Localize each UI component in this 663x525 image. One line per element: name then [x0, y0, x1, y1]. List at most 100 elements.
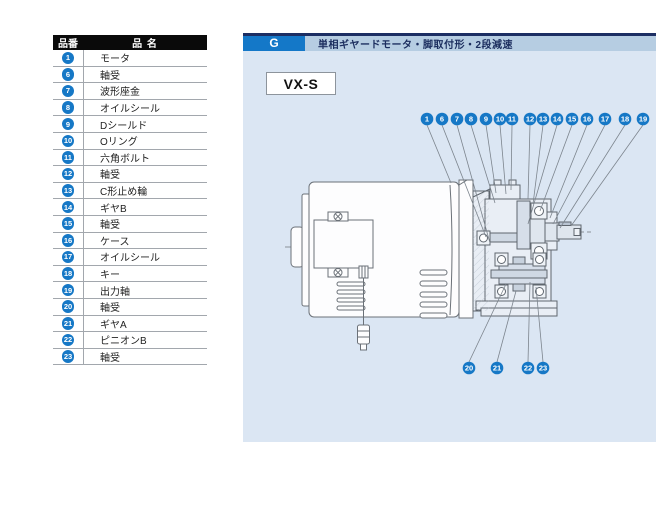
callout-number: 7 [455, 115, 459, 124]
part-number-cell: 16 [53, 232, 84, 249]
motor-front-bracket [458, 179, 474, 319]
part-number-cell: 8 [53, 99, 84, 116]
callout-10: 10 [493, 112, 507, 195]
part-name-cell: 軸受 [100, 220, 120, 232]
intermediate-shaft [490, 269, 548, 279]
callout-number: 23 [539, 364, 547, 373]
callout-number: 6 [440, 115, 444, 124]
part-number-cell: 15 [53, 215, 84, 232]
part-number-cell: 18 [53, 265, 84, 282]
callout-22: 22 [521, 281, 535, 375]
part-number-badge: 20 [61, 300, 75, 313]
callout-21: 21 [490, 290, 517, 375]
lead-wire-plug [357, 265, 370, 351]
callout-number: 14 [553, 115, 562, 124]
part-name-cell: 六角ボルト [100, 153, 150, 165]
clamp-screw-bottom [327, 267, 349, 278]
part-name-cell: C形止め輪 [100, 187, 148, 199]
callout-number: 11 [508, 115, 516, 124]
callout-number: 19 [639, 115, 647, 124]
col-header-part-number: 品番 [58, 39, 78, 50]
part-number-cell: 23 [53, 348, 84, 365]
shaft-key [558, 221, 572, 226]
motor-body [290, 179, 474, 351]
callout-number: 16 [583, 115, 591, 124]
callout-12: 12 [523, 112, 537, 200]
callout-number: 18 [621, 115, 629, 124]
callout-number: 22 [524, 364, 532, 373]
part-number-badge: 23 [61, 350, 75, 363]
callout-17: 17 [552, 112, 612, 225]
part-number-badge: 14 [61, 200, 75, 214]
callout-20: 20 [462, 283, 507, 375]
model-label: VX-S [283, 75, 319, 92]
section-header: G 単相ギヤードモータ・脚取付形・2段減速 [243, 35, 656, 51]
callout-number: 1 [425, 115, 429, 124]
part-name-cell: 軸受 [100, 70, 120, 82]
part-number-badge: 15 [61, 217, 75, 230]
part-number-cell: 13 [53, 182, 84, 199]
gearbox [472, 179, 582, 317]
part-name-cell: 軸受 [100, 170, 120, 182]
table-row: 10 Oリング [53, 132, 207, 150]
part-name-cell: ギヤA [100, 319, 127, 331]
part-number-cell: 1 [53, 50, 84, 66]
part-number-cell: 7 [53, 83, 84, 99]
terminal-box [313, 219, 374, 269]
part-name-cell: 波形座金 [100, 87, 140, 99]
motor-frame-taper-line [449, 184, 453, 316]
part-number-badge: 21 [61, 317, 75, 330]
table-row: 1 モータ [53, 50, 207, 67]
header-top-rule [243, 33, 656, 36]
part-number-cell: 10 [53, 132, 84, 149]
model-label-box: VX-S [266, 72, 336, 95]
part-name-cell: ケース [100, 236, 130, 248]
vent-slots-right [419, 269, 448, 319]
col-header-part-name: 品 名 [132, 39, 158, 50]
part-name-cell: Dシールド [100, 120, 148, 132]
part-name-cell: 出力軸 [100, 286, 130, 298]
table-row: 12 軸受 [53, 166, 207, 183]
part-number-badge: 19 [61, 283, 75, 297]
table-row: 9 Dシールド [53, 116, 207, 133]
table-row: 21 ギヤA [53, 315, 207, 333]
part-number-badge: 22 [61, 333, 75, 347]
output-shaft-hub [529, 218, 546, 244]
part-name-cell: Oリング [100, 137, 138, 149]
callout-number: 21 [493, 364, 501, 373]
callout-7: 7 [450, 112, 491, 244]
mounting-base [480, 307, 558, 317]
clamp-screw-top [327, 211, 349, 222]
callout-number: 20 [465, 364, 473, 373]
part-number-badge: 9 [61, 117, 75, 131]
callout-1: 1 [420, 112, 452, 184]
part-number-cell: 11 [53, 149, 84, 166]
table-row: 19 出力軸 [53, 282, 207, 299]
part-number-badge: 16 [61, 234, 75, 247]
diagram-panel: VX-S [243, 51, 656, 442]
section-title: 単相ギヤードモータ・脚取付形・2段減速 [305, 35, 656, 51]
callout-number: 12 [526, 115, 534, 124]
part-name-cell: ギヤB [100, 203, 127, 215]
callout-11: 11 [505, 112, 519, 191]
hex-bolt-2 [508, 179, 517, 186]
part-number-badge: 12 [61, 167, 75, 181]
callout-6: 6 [435, 112, 487, 238]
callout-8: 8 [464, 112, 496, 204]
part-number-badge: 7 [61, 84, 75, 98]
part-name-cell: モータ [100, 54, 130, 66]
gear-b [516, 200, 531, 250]
callout-9: 9 [479, 112, 497, 194]
part-number-badge: 10 [61, 134, 75, 148]
bracket-chamfer [458, 179, 468, 186]
part-number-badge: 11 [61, 151, 75, 164]
part-number-cell: 22 [53, 332, 84, 348]
callout-number: 9 [484, 115, 488, 124]
